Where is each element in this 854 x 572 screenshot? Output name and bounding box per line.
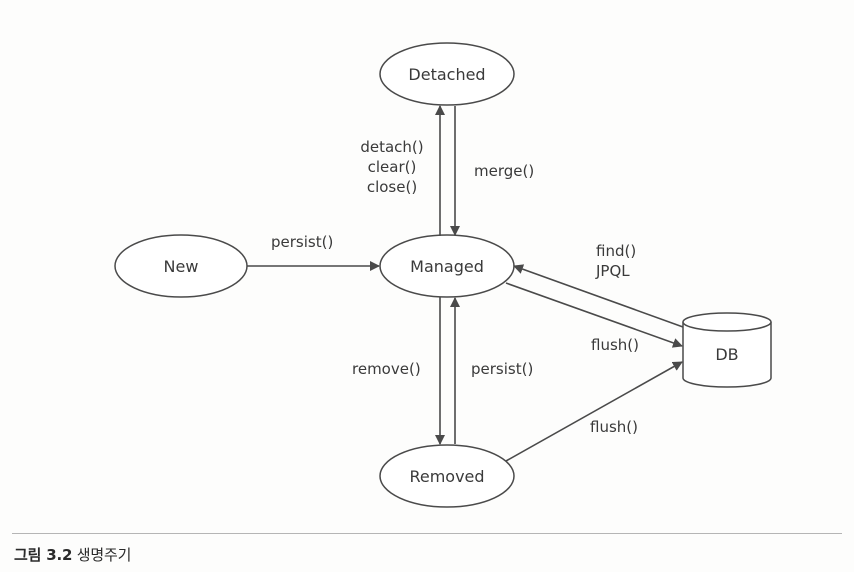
figure-caption: 그림 3.2 생명주기 [14, 544, 131, 565]
edge-managed-to-db [505, 282, 683, 348]
caption-divider [12, 533, 842, 534]
edge-label-detach: detach() clear() close() [360, 138, 423, 196]
edge-db-to-managed [513, 264, 684, 328]
node-new: New [114, 234, 248, 298]
node-detached-label: Detached [408, 65, 485, 84]
edge-label-persist-removed: persist() [471, 360, 533, 378]
figure-title: 생명주기 [76, 546, 132, 564]
find-label: find() [596, 242, 636, 260]
edge-label-flush-managed: flush() [591, 336, 639, 354]
node-managed: Managed [379, 234, 515, 298]
db-cylinder-icon: DB [682, 312, 772, 388]
clear-label: clear() [368, 158, 417, 176]
node-db-label: DB [715, 345, 738, 364]
node-removed-label: Removed [409, 467, 484, 486]
edge-label-remove: remove() [352, 360, 421, 378]
node-removed: Removed [379, 444, 515, 508]
node-new-label: New [164, 257, 199, 276]
edge-label-persist-new: persist() [271, 233, 333, 251]
detach-label: detach() [360, 138, 423, 156]
close-label: close() [367, 178, 417, 196]
lifecycle-diagram: Detached New Managed Removed DB detach()… [114, 42, 772, 508]
jpql-label: JPQL [595, 262, 630, 280]
node-detached: Detached [379, 42, 515, 106]
edge-label-flush-removed: flush() [590, 418, 638, 436]
node-managed-label: Managed [410, 257, 484, 276]
figure-number: 그림 3.2 [14, 546, 73, 564]
edge-label-merge: merge() [474, 162, 534, 180]
edge-removed-to-db [505, 361, 683, 462]
edge-label-find: find() JPQL [595, 242, 636, 280]
